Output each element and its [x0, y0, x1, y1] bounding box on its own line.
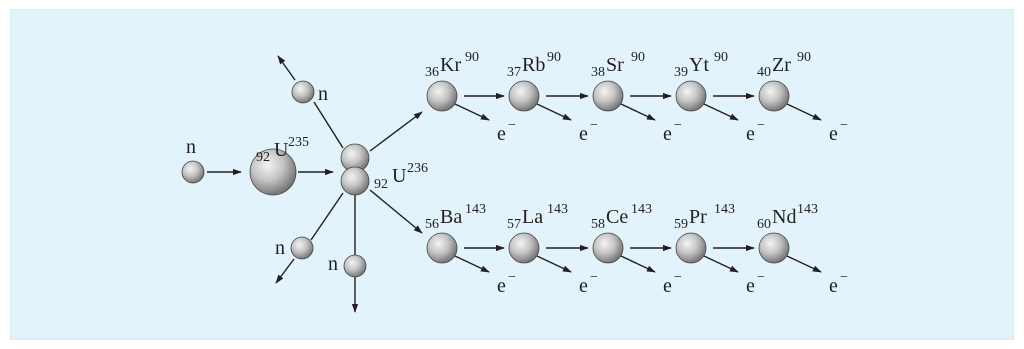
u236-fragment-lower [341, 167, 369, 195]
emitted-neutron-1 [292, 81, 314, 103]
electron-label: e− [663, 118, 682, 145]
emitted-neutron-3-label: n [328, 253, 338, 275]
fission-to-ba143-arrow [370, 190, 422, 233]
nuclide-la143 [509, 233, 539, 263]
emitted-neutron-2-track [311, 193, 343, 240]
nuclide-rb90 [509, 81, 539, 111]
emitted-neutron-2-arrow [276, 259, 294, 283]
beta-decay-arrow [704, 104, 738, 120]
emitted-neutron-3 [344, 255, 366, 277]
nuclide-ba143 [427, 233, 457, 263]
emitted-neutron-1-label: n [318, 83, 328, 105]
electron-label: e− [829, 118, 848, 145]
fission-to-kr90-arrow [370, 112, 422, 151]
beta-decay-arrow [455, 256, 489, 272]
emitted-neutron-1-track [314, 102, 343, 148]
beta-decay-arrow [787, 104, 821, 120]
nuclide-sr90 [593, 81, 623, 111]
beta-decay-arrow [621, 256, 655, 272]
beta-decay-arrow [537, 256, 571, 272]
incoming-neutron [182, 161, 204, 183]
nuclide-zr90 [759, 81, 789, 111]
electron-label: e− [497, 270, 516, 297]
incoming-neutron-label: n [186, 136, 196, 158]
electron-label: e− [829, 270, 848, 297]
nuclide-pr143 [676, 233, 706, 263]
beta-decay-arrow [787, 256, 821, 272]
nuclide-label: 60Nd143 [757, 202, 818, 232]
nuclide-kr90 [427, 81, 457, 111]
emitted-neutron-2-label: n [275, 237, 285, 259]
nuclide-nd143 [759, 233, 789, 263]
nuclide-yt90 [676, 81, 706, 111]
electron-label: e− [746, 270, 765, 297]
beta-decay-arrow [704, 256, 738, 272]
emitted-neutron-1-arrow [278, 56, 295, 80]
electron-label: e− [579, 118, 598, 145]
beta-decay-arrow [621, 104, 655, 120]
nuclide-ce143 [593, 233, 623, 263]
emitted-neutron-2 [291, 237, 313, 259]
electron-label: e− [579, 270, 598, 297]
electron-label: e− [663, 270, 682, 297]
electron-label: e− [497, 118, 516, 145]
electron-label: e− [746, 118, 765, 145]
beta-decay-arrow [537, 104, 571, 120]
beta-decay-arrow [455, 104, 489, 120]
